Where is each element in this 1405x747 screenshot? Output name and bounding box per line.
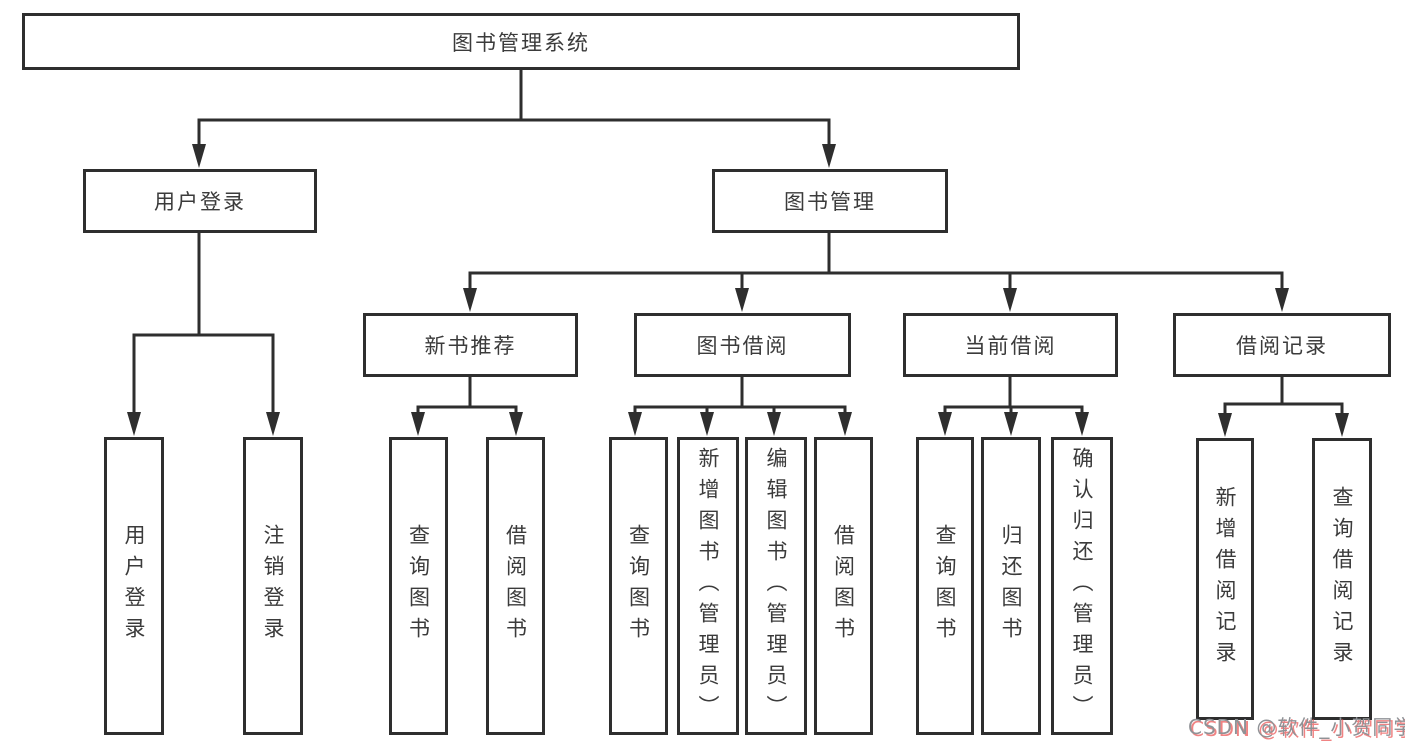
arrow-down-icon [266, 412, 280, 436]
leaf-logout: 注销登录 [243, 437, 303, 735]
arrow-down-icon [1275, 288, 1289, 312]
arrow-down-icon [822, 144, 836, 168]
arrow-down-icon [1075, 412, 1089, 436]
node-system-root: 图书管理系统 [22, 13, 1020, 70]
arrow-down-icon [192, 144, 206, 168]
node-borrow-records: 借阅记录 [1173, 313, 1391, 377]
arrow-down-icon [1335, 413, 1349, 437]
arrow-down-icon [463, 288, 477, 312]
node-user-login: 用户登录 [83, 169, 317, 233]
arrow-down-icon [1003, 288, 1017, 312]
node-book-management: 图书管理 [712, 169, 948, 233]
leaf-add-borrow-record: 新增借阅记录 [1196, 438, 1254, 720]
node-new-book-recommend: 新书推荐 [363, 313, 578, 377]
arrow-down-icon [767, 412, 781, 436]
node-book-borrow: 图书借阅 [634, 313, 851, 377]
leaf-confirm-return-admin: 确认归还（管理员） [1051, 437, 1113, 735]
leaf-user-login: 用户登录 [104, 437, 164, 735]
arrow-down-icon [838, 412, 852, 436]
leaf-edit-book-admin: 编辑图书（管理员） [745, 437, 807, 735]
arrow-down-icon [127, 412, 141, 436]
arrow-down-icon [509, 412, 523, 436]
leaf-query-borrow-record: 查询借阅记录 [1312, 438, 1372, 720]
leaf-return-book: 归还图书 [981, 437, 1041, 735]
csdn-watermark: CSDN @软件_小贺同学 [1188, 715, 1405, 739]
arrow-down-icon [1004, 412, 1018, 436]
arrow-down-icon [938, 412, 952, 436]
arrowheads [127, 144, 1349, 437]
leaf-query-book-1: 查询图书 [389, 437, 448, 735]
arrow-down-icon [700, 412, 714, 436]
node-current-borrow: 当前借阅 [903, 313, 1118, 377]
leaf-add-book-admin: 新增图书（管理员） [677, 437, 739, 735]
leaf-borrow-book-2: 借阅图书 [814, 437, 873, 735]
arrow-down-icon [411, 412, 425, 436]
arrow-down-icon [628, 412, 642, 436]
leaf-borrow-book-1: 借阅图书 [486, 437, 545, 735]
leaf-query-book-3: 查询图书 [916, 437, 974, 735]
arrow-down-icon [735, 288, 749, 312]
leaf-query-book-2: 查询图书 [609, 437, 668, 735]
arrow-down-icon [1218, 413, 1232, 437]
